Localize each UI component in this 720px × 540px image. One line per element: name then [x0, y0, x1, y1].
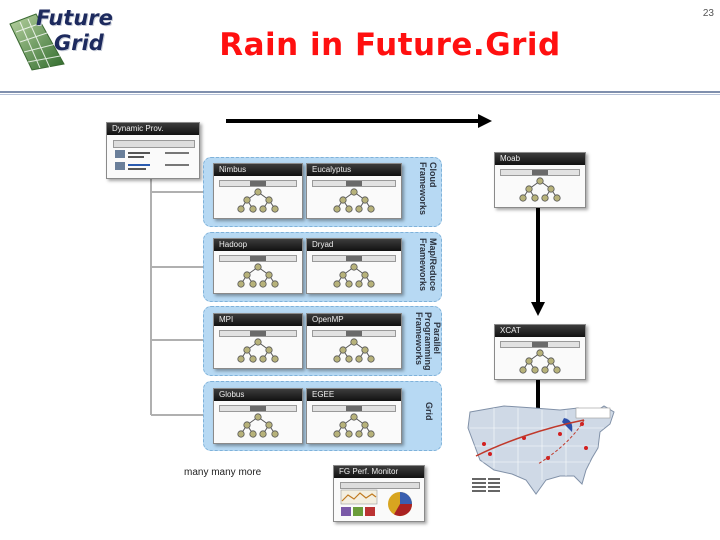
- window-slider: [312, 180, 396, 187]
- window-title: Nimbus: [214, 164, 302, 176]
- window-title: Globus: [214, 389, 302, 401]
- tree-icon: [333, 263, 375, 288]
- tree-icon: [519, 349, 561, 374]
- tree-icon: [333, 188, 375, 213]
- globus-window[interactable]: Globus: [213, 388, 303, 444]
- header-divider-thin: [0, 94, 720, 95]
- great-lakes: [562, 418, 573, 432]
- dryad-window[interactable]: Dryad: [306, 238, 402, 294]
- window-slider: [500, 341, 580, 348]
- slide-title: Rain in Future.Grid: [219, 27, 561, 63]
- mpi-window[interactable]: MPI: [213, 313, 303, 369]
- many-more-label: many many more: [184, 467, 262, 478]
- window-slider: [500, 169, 580, 176]
- tree-icon: [333, 413, 375, 438]
- hadoop-window[interactable]: Hadoop: [213, 238, 303, 294]
- grid-logo-icon: [9, 13, 65, 71]
- chart-icon: [340, 489, 412, 517]
- window-slider: [312, 330, 396, 337]
- window-title: Dynamic Prov.: [107, 123, 199, 135]
- window-slider: [312, 255, 396, 262]
- window-title: OpenMP: [307, 314, 401, 326]
- tree-icon: [333, 338, 375, 363]
- list-icon: [115, 150, 189, 170]
- window-title: Dryad: [307, 239, 401, 251]
- window-slider: [312, 405, 396, 412]
- page-number: 23: [702, 8, 714, 19]
- window-slider: [219, 255, 297, 262]
- network-link: [475, 419, 585, 457]
- header-divider: [0, 91, 720, 93]
- moab-window[interactable]: Moab: [494, 152, 586, 208]
- tree-icon: [237, 413, 279, 438]
- egee-window[interactable]: EGEE: [306, 388, 402, 444]
- label-grid: Grid: [424, 402, 434, 421]
- toolbar-strip: [113, 140, 195, 148]
- window-title: Moab: [495, 153, 585, 165]
- eucalyptus-window[interactable]: Eucalyptus: [306, 163, 402, 219]
- label-parallel-programming: Parallel Programming Frameworks: [414, 312, 442, 371]
- nimbus-window[interactable]: Nimbus: [213, 163, 303, 219]
- tree-icon: [519, 177, 561, 202]
- window-title: MPI: [214, 314, 302, 326]
- network-link: [537, 419, 585, 465]
- map-callout: [575, 407, 611, 419]
- tree-connector-lines: [150, 178, 203, 416]
- logo-text-future: Future: [36, 6, 113, 30]
- label-mapreduce-frameworks: Map/Reduce Frameworks: [418, 238, 438, 292]
- label-cloud-frameworks: Cloud Frameworks: [418, 162, 438, 216]
- window-title: FG Perf. Monitor: [334, 466, 424, 478]
- window-title: Eucalyptus: [307, 164, 401, 176]
- window-title: XCAT: [495, 325, 585, 337]
- window-slider: [219, 180, 297, 187]
- futuregrid-logo: Future Grid: [6, 4, 113, 72]
- window-title: Hadoop: [214, 239, 302, 251]
- logo-text-grid: Grid: [54, 31, 104, 55]
- tree-icon: [237, 188, 279, 213]
- dynamic-prov-window[interactable]: Dynamic Prov.: [106, 122, 200, 179]
- window-title: EGEE: [307, 389, 401, 401]
- perf-monitor-window[interactable]: FG Perf. Monitor: [333, 465, 425, 522]
- us-network-map: [467, 405, 615, 495]
- xcat-window[interactable]: XCAT: [494, 324, 586, 380]
- window-slider: [219, 330, 297, 337]
- tree-icon: [237, 263, 279, 288]
- openmp-window[interactable]: OpenMP: [306, 313, 402, 369]
- window-slider: [219, 405, 297, 412]
- tree-icon: [237, 338, 279, 363]
- toolbar-strip: [340, 482, 420, 489]
